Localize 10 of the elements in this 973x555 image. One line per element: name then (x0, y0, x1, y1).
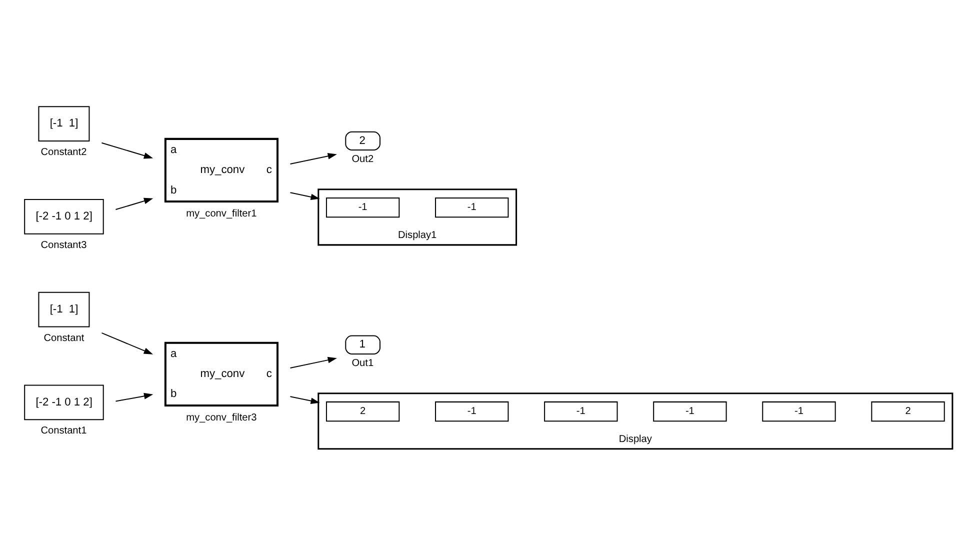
node-label: Constant1 (40, 426, 87, 437)
node-label: Out1 (352, 358, 374, 370)
node-label: Constant (44, 332, 84, 344)
node-label: Constant3 (40, 240, 87, 251)
node-label: my_conv_filter3 (186, 412, 257, 424)
node-label: Out2 (352, 154, 374, 166)
node-label: Display1 (398, 230, 437, 241)
node-label: Constant2 (40, 147, 87, 158)
node-label: Display (618, 434, 652, 445)
node-label: my_conv_filter1 (186, 208, 257, 220)
